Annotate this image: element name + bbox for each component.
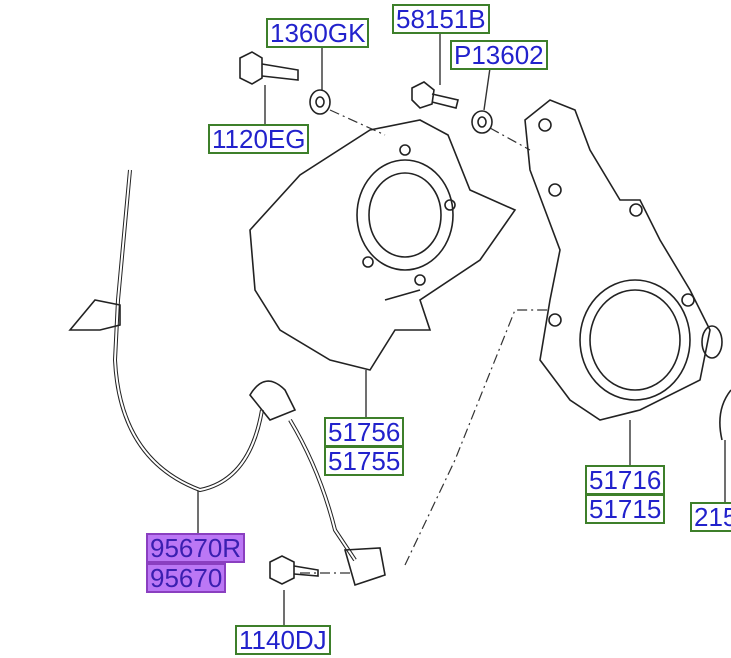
dust-cover — [249, 119, 517, 371]
part-label-95670R[interactable]: 95670R — [146, 533, 246, 563]
bolt-1120EG — [239, 51, 299, 85]
bolt-1140DJ — [269, 555, 319, 585]
part-label-58151B[interactable]: 58151B — [392, 4, 490, 34]
dash-lines — [300, 109, 550, 574]
part-label-1360GK[interactable]: 1360GK — [266, 18, 370, 48]
part-label-51756[interactable]: 51756 — [324, 417, 405, 447]
leader-lines — [197, 32, 726, 625]
part-label-51755[interactable]: 51755 — [324, 446, 405, 476]
part-label-95670[interactable]: 95670 — [146, 563, 227, 593]
part-label-1120EG[interactable]: 1120EG — [208, 124, 310, 154]
steering-knuckle — [524, 99, 731, 441]
part-label-P13602[interactable]: P13602 — [450, 40, 548, 70]
washer-1360GK — [309, 89, 331, 115]
part-label-51716[interactable]: 51716 — [585, 465, 666, 495]
washer-P13602 — [471, 110, 493, 134]
part-label-51715[interactable]: 51715 — [585, 494, 666, 524]
part-label-1140DJ[interactable]: 1140DJ — [235, 625, 331, 655]
bolt-58151B — [411, 81, 459, 109]
wheel-speed-sensor — [68, 169, 386, 587]
part-label-215[interactable]: 215 — [690, 502, 731, 532]
